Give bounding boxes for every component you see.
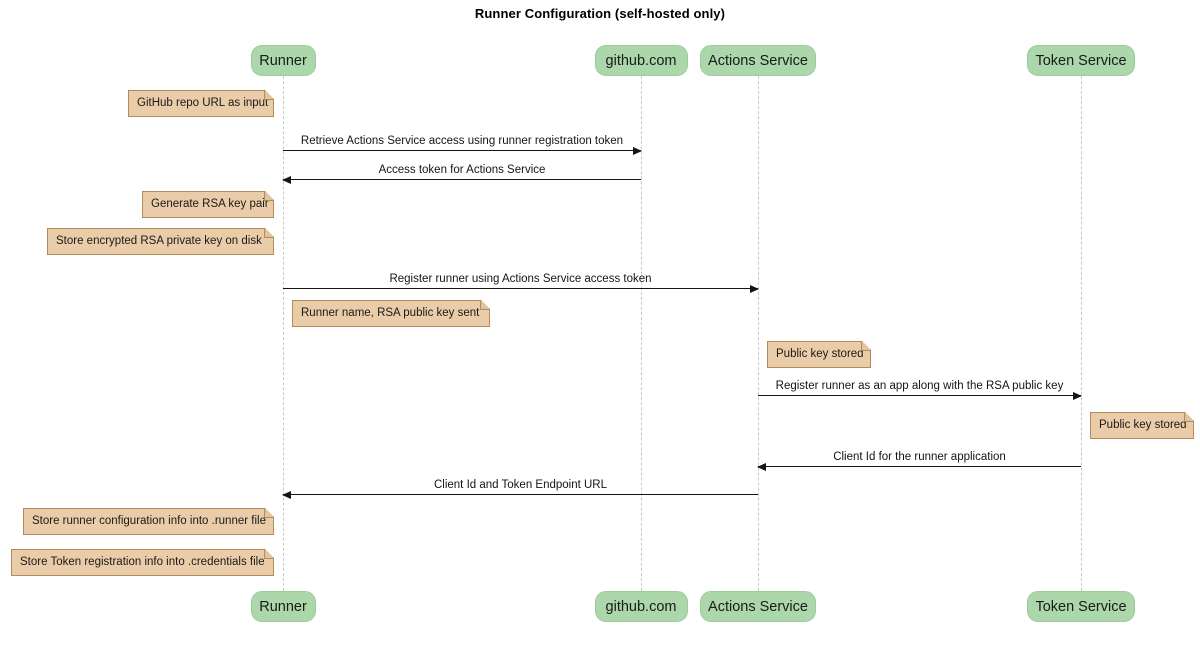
- message-line-m6: [282, 490, 758, 499]
- note-fold-corner-icon: [480, 301, 489, 310]
- note-text: Public key stored: [1099, 419, 1187, 431]
- note-fold-corner-icon: [264, 509, 273, 518]
- diagram-title: Runner Configuration (self-hosted only): [474, 6, 726, 21]
- message-line-m4: [758, 391, 1082, 400]
- arrowhead-right-icon: [750, 284, 759, 293]
- note-fold-corner-icon: [861, 342, 870, 351]
- message-label-m4: Register runner as an app along with the…: [775, 380, 1064, 392]
- arrowhead-left-icon: [282, 175, 291, 184]
- note-fold-corner-icon: [264, 229, 273, 238]
- message-label-m1: Retrieve Actions Service access using ru…: [300, 135, 624, 147]
- message-line-m2: [282, 175, 641, 184]
- message-label-m6: Client Id and Token Endpoint URL: [433, 479, 608, 491]
- lifeline-actions: [758, 76, 759, 591]
- note-text: Runner name, RSA public key sent: [301, 307, 480, 319]
- note-n1: GitHub repo URL as input: [128, 90, 274, 117]
- message-line-m1: [283, 146, 642, 155]
- participant-actions-top[interactable]: Actions Service: [700, 45, 816, 76]
- arrowhead-right-icon: [633, 146, 642, 155]
- message-label-m2: Access token for Actions Service: [378, 164, 546, 176]
- participant-github-bottom[interactable]: github.com: [594, 591, 688, 622]
- note-n3: Store encrypted RSA private key on disk: [47, 228, 274, 255]
- lifeline-runner: [283, 76, 284, 591]
- participant-runner-top[interactable]: Runner: [250, 45, 316, 76]
- note-n2: Generate RSA key pair: [142, 191, 274, 218]
- note-text: Store Token registration info into .cred…: [20, 556, 265, 568]
- arrowhead-left-icon: [282, 490, 291, 499]
- participant-token-bottom[interactable]: Token Service: [1027, 591, 1135, 622]
- note-n7: Store runner configuration info into .ru…: [23, 508, 274, 535]
- message-line-m3: [283, 284, 759, 293]
- note-n5: Public key stored: [767, 341, 871, 368]
- arrowhead-left-icon: [757, 462, 766, 471]
- note-fold-corner-icon: [264, 192, 273, 201]
- message-label-m3: Register runner using Actions Service ac…: [389, 273, 652, 285]
- message-line-m5: [757, 462, 1081, 471]
- note-fold-corner-icon: [1184, 413, 1193, 422]
- note-n8: Store Token registration info into .cred…: [11, 549, 274, 576]
- participant-github-top[interactable]: github.com: [594, 45, 688, 76]
- note-text: GitHub repo URL as input: [137, 97, 269, 109]
- note-n6: Public key stored: [1090, 412, 1194, 439]
- message-label-m5: Client Id for the runner application: [833, 451, 1006, 463]
- note-n4: Runner name, RSA public key sent: [292, 300, 490, 327]
- participant-runner-bottom[interactable]: Runner: [250, 591, 316, 622]
- lifeline-github: [641, 76, 642, 591]
- note-fold-corner-icon: [264, 550, 273, 559]
- lifeline-token: [1081, 76, 1082, 591]
- note-text: Public key stored: [776, 348, 864, 360]
- note-text: Store runner configuration info into .ru…: [32, 515, 266, 527]
- participant-actions-bottom[interactable]: Actions Service: [700, 591, 816, 622]
- note-text: Generate RSA key pair: [151, 198, 269, 210]
- participant-token-top[interactable]: Token Service: [1027, 45, 1135, 76]
- arrowhead-right-icon: [1073, 391, 1082, 400]
- note-fold-corner-icon: [264, 91, 273, 100]
- note-text: Store encrypted RSA private key on disk: [56, 235, 262, 247]
